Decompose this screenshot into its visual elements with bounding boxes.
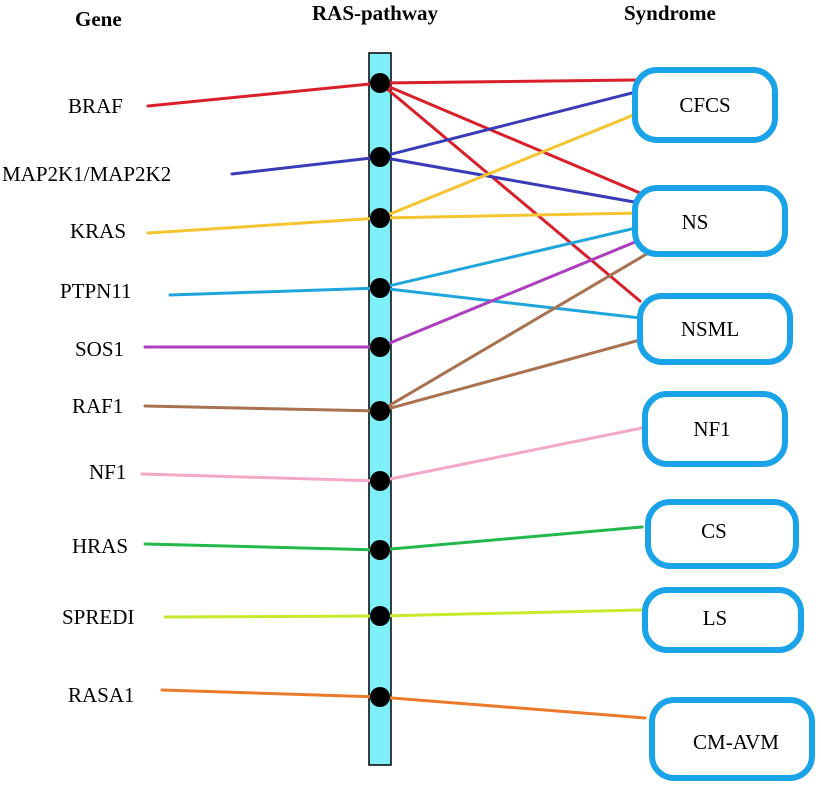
link-kras-to-cfcs xyxy=(378,112,638,220)
link-map2k1-map2k2-to-ns xyxy=(378,155,642,205)
link-hras-to-cs xyxy=(378,525,644,552)
gene-line-kras xyxy=(146,216,382,235)
gene-label-map2k1-map2k2: MAP2K1/MAP2K2 xyxy=(2,162,171,186)
link-spredi-to-ls xyxy=(378,608,644,618)
gene-line-map2k1-map2k2 xyxy=(230,155,382,176)
pathway-node-nf1 xyxy=(370,471,390,491)
link-map2k1-map2k2-to-cfcs xyxy=(378,90,638,159)
pathway-node-sos1 xyxy=(370,337,390,357)
pathway-node-spredi xyxy=(370,606,390,626)
gene-label-nf1: NF1 xyxy=(89,460,126,484)
syndrome-box-cm-avm xyxy=(649,697,815,781)
pathway-nodes xyxy=(370,73,390,707)
link-sos1-to-ns xyxy=(378,238,642,349)
pathway-node-raf1 xyxy=(370,401,390,421)
syndrome-label-cm-avm: CM-AVM xyxy=(693,730,779,754)
gene-line-raf1 xyxy=(143,404,382,413)
gene-label-braf: BRAF xyxy=(68,94,123,118)
syndrome-boxes: CFCS NS NSML NF1 CS LS CM-AVM xyxy=(632,67,815,781)
link-braf-to-nsml xyxy=(378,81,642,303)
syndrome-header: Syndrome xyxy=(624,1,716,25)
link-ptpn11-to-nsml xyxy=(378,286,642,320)
gene-label-hras: HRAS xyxy=(72,534,128,558)
link-nf1-to-nf1 xyxy=(378,426,644,483)
syndrome-box-ls xyxy=(642,587,804,653)
pathway-node-map2k1-map2k2 xyxy=(370,147,390,167)
syndrome-label-nf1: NF1 xyxy=(693,417,730,441)
gene-label-spredi: SPREDI xyxy=(62,605,134,629)
gene-labels: BRAF MAP2K1/MAP2K2 KRAS PTPN11 SOS1 RAF1… xyxy=(2,94,171,707)
gene-line-nf1 xyxy=(140,472,382,483)
link-raf1-to-nsml xyxy=(378,338,642,413)
link-raf1-to-ns xyxy=(378,250,652,413)
gene-line-spredi xyxy=(163,614,382,619)
syndrome-label-ns: NS xyxy=(682,210,709,234)
gene-label-sos1: SOS1 xyxy=(75,337,124,361)
gene-line-rasa1 xyxy=(160,688,382,699)
syndrome-box-nsml xyxy=(637,293,793,365)
link-rasa1-to-cm-avm xyxy=(378,695,647,720)
syndrome-box-nf1 xyxy=(642,391,788,467)
syndrome-label-cs: CS xyxy=(701,519,727,543)
link-ptpn11-to-ns xyxy=(378,225,642,290)
pathway-header: RAS-pathway xyxy=(312,1,439,25)
gene-line-braf xyxy=(146,81,382,108)
syndrome-box-ns xyxy=(632,185,788,257)
gene-line-ptpn11 xyxy=(168,286,382,297)
pathway-node-rasa1 xyxy=(370,687,390,707)
pathway-node-hras xyxy=(370,540,390,560)
gene-label-ptpn11: PTPN11 xyxy=(60,279,132,303)
gene-label-raf1: RAF1 xyxy=(72,394,123,418)
syndrome-box-cs xyxy=(645,499,799,569)
gene-label-kras: KRAS xyxy=(70,219,126,243)
pathway-node-kras xyxy=(370,208,390,228)
syndrome-label-ls: LS xyxy=(703,606,728,630)
syndrome-label-cfcs: CFCS xyxy=(679,93,730,117)
link-braf-to-cfcs xyxy=(378,78,638,85)
pathway-node-braf xyxy=(370,73,390,93)
gene-label-rasa1: RASA1 xyxy=(68,683,135,707)
syndrome-box-cfcs xyxy=(632,67,778,143)
link-kras-to-ns xyxy=(378,211,642,220)
pathway-node-ptpn11 xyxy=(370,278,390,298)
link-braf-to-ns xyxy=(378,81,642,195)
connection-lines xyxy=(140,78,652,720)
gene-line-hras xyxy=(143,542,382,552)
syndrome-label-nsml: NSML xyxy=(681,317,739,341)
gene-header: Gene xyxy=(75,7,122,31)
